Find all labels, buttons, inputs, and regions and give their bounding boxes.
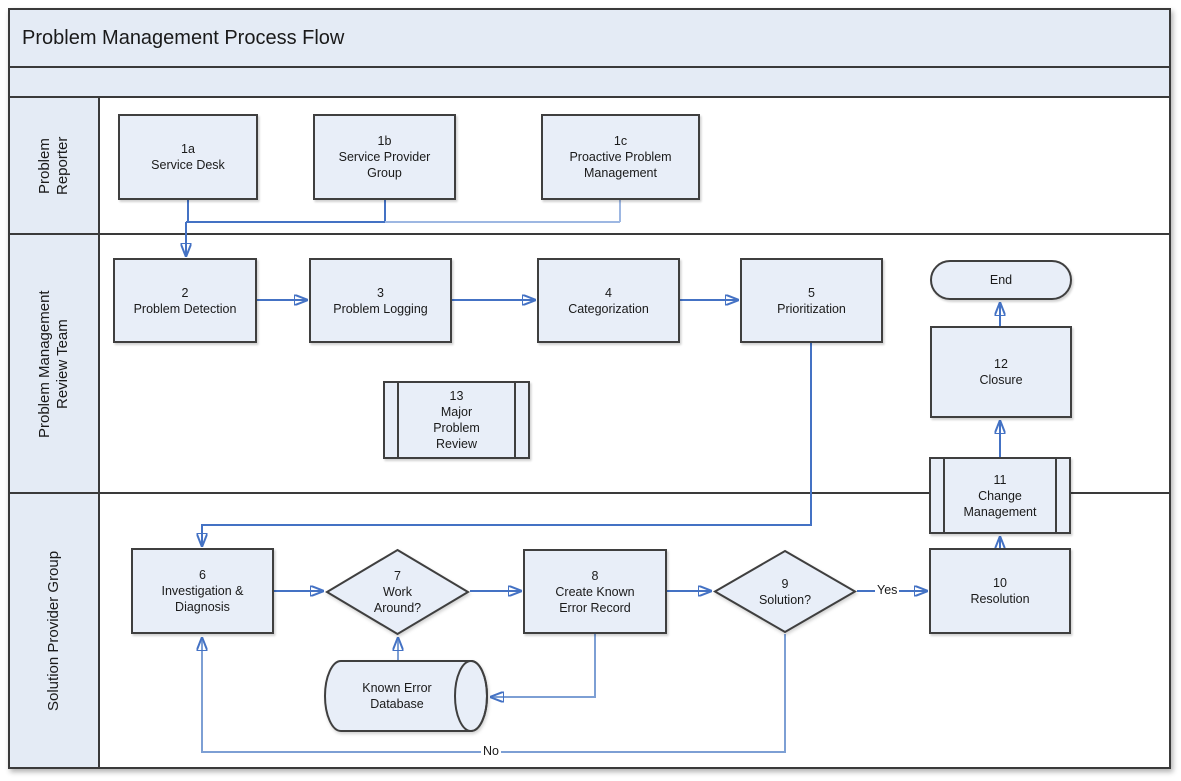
node-2-problem-detection: 2 Problem Detection: [113, 258, 257, 343]
node-number: 11: [993, 472, 1007, 487]
lane-label-cell: Problem Management Review Team: [10, 235, 100, 492]
node-12-closure: 12 Closure: [930, 326, 1072, 418]
node-10-resolution: 10 Resolution: [929, 548, 1071, 634]
connector-5-to-6: [202, 343, 812, 546]
lane-label-cell: Problem Reporter: [10, 98, 100, 233]
connector-8-to-database: [491, 634, 596, 697]
diagram-title-bar: Problem Management Process Flow: [10, 10, 1169, 68]
node-number: 8: [591, 568, 599, 583]
diamond-shape: [713, 549, 857, 634]
node-label: Resolution: [970, 592, 1030, 606]
node-3-problem-logging: 3 Problem Logging: [309, 258, 452, 343]
node-label: Problem Detection: [133, 301, 237, 316]
node-number: 10: [993, 576, 1007, 590]
node-number: 5: [808, 285, 815, 300]
edge-label-no: No: [481, 744, 501, 758]
node-end-terminator: End: [930, 260, 1072, 300]
diamond-shape: [325, 548, 470, 636]
node-label: Service Desk: [151, 158, 225, 172]
node-label: Service Provider Group: [338, 150, 431, 180]
node-label: Known Error Database: [362, 681, 432, 711]
node-number: 12: [994, 357, 1008, 371]
node-label: End: [989, 273, 1013, 287]
node-4-categorization: 4 Categorization: [537, 258, 680, 343]
header-spacer-row: [10, 68, 1169, 98]
node-label: Change Management: [963, 488, 1037, 519]
node-label: Prioritization: [777, 301, 846, 316]
node-number: 1c: [613, 134, 628, 148]
cylinder-shape: [324, 660, 488, 732]
node-6-investigation-diagnosis: 6 Investigation & Diagnosis: [131, 548, 274, 634]
node-label: Problem Logging: [333, 301, 428, 316]
node-1c-proactive-problem-management: 1c Proactive Problem Management: [541, 114, 700, 200]
subprocess-bar: [943, 458, 945, 533]
subprocess-bar: [397, 382, 399, 458]
node-label: Major Problem Review: [433, 405, 480, 451]
node-label: Investigation & Diagnosis: [161, 584, 244, 614]
node-label: Solution?: [758, 592, 812, 607]
node-number: 4: [605, 285, 612, 300]
subprocess-bar: [514, 382, 516, 458]
node-5-prioritization: 5 Prioritization: [740, 258, 883, 343]
page-title: Problem Management Process Flow: [22, 26, 345, 49]
node-11-change-management: 11 Change Management: [929, 457, 1071, 534]
node-label: Create Known Error Record: [555, 584, 635, 615]
node-number: 6: [199, 568, 206, 582]
node-7-work-around-decision: 7 Work Around?: [325, 548, 470, 636]
node-number: 2: [181, 285, 189, 300]
node-label: Categorization: [568, 301, 649, 316]
node-8-create-known-error-record: 8 Create Known Error Record: [523, 549, 667, 634]
node-number: 1b: [377, 134, 392, 148]
node-label: Closure: [979, 373, 1023, 387]
node-label: Proactive Problem Management: [569, 150, 672, 180]
connector-9-no-to-6: [202, 634, 786, 753]
node-1b-service-provider-group: 1b Service Provider Group: [313, 114, 456, 200]
node-known-error-database: Known Error Database: [323, 658, 489, 734]
node-1a-service-desk: 1a Service Desk: [118, 114, 258, 200]
node-number: 13: [449, 389, 464, 403]
node-number: 1a: [181, 142, 195, 156]
node-label: Work Around?: [373, 585, 422, 615]
edge-label-yes: Yes: [875, 583, 900, 597]
node-number: 3: [377, 285, 384, 300]
node-9-solution-decision: 9 Solution?: [713, 549, 857, 634]
node-number: 7: [394, 569, 401, 583]
node-number: 9: [781, 576, 789, 591]
lane-label-cell: Solution Provider Group: [10, 494, 100, 767]
subprocess-bar: [1055, 458, 1057, 533]
node-13-major-problem-review: 13 Major Problem Review: [383, 381, 530, 459]
